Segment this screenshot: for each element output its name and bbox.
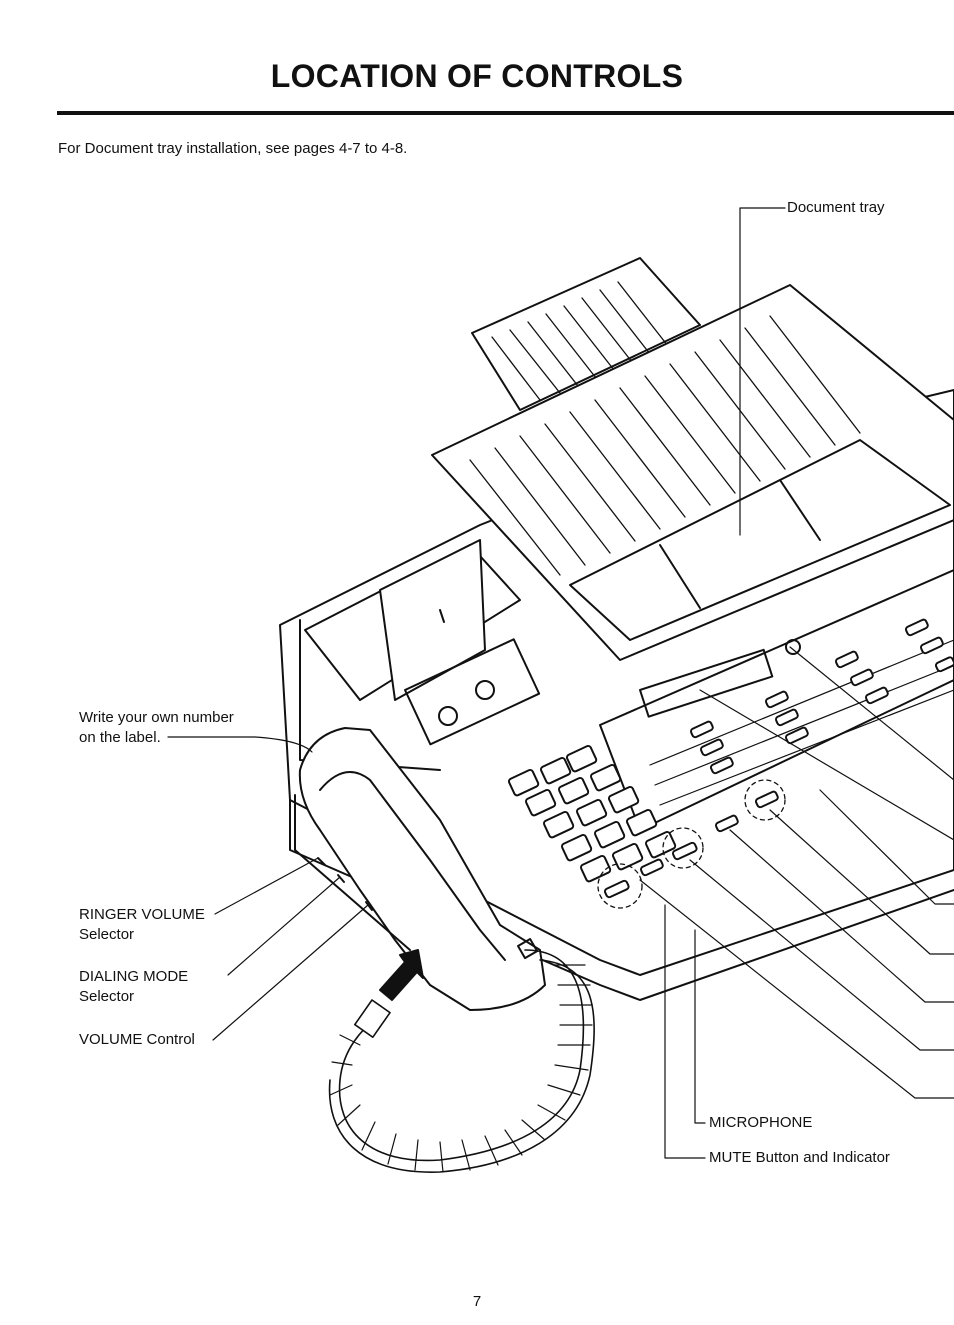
own-number-line2: on the label. — [79, 729, 161, 746]
volume-control-callout: VOLUME Control — [79, 1031, 195, 1048]
ringer-volume-callout: RINGER VOLUME Selector — [79, 905, 205, 945]
function-keys — [689, 618, 954, 775]
dialing-mode-label: DIALING MODE — [79, 968, 189, 985]
title-rule — [57, 111, 954, 115]
microphone-callout: MICROPHONE — [709, 1114, 813, 1131]
own-number-line1: Write your own number — [79, 709, 234, 726]
page-title: LOCATION OF CONTROLS — [270, 58, 684, 94]
ringer-volume-label: RINGER VOLUME — [79, 906, 205, 923]
page-number: 7 — [472, 1293, 482, 1310]
dial-keypad — [507, 744, 677, 883]
document-tray — [431, 284, 954, 661]
coiled-cord — [328, 949, 595, 1173]
mute-microphone-buttons — [597, 779, 786, 909]
mute-button-callout: MUTE Button and Indicator — [709, 1149, 890, 1166]
document-tray-callout: Document tray — [787, 199, 885, 216]
dialing-mode-sub: Selector — [79, 988, 135, 1005]
own-number-callout: Write your own number on the label. — [79, 708, 234, 748]
insert-arrow — [379, 949, 424, 1001]
handset — [294, 727, 546, 1011]
leader-lines — [167, 207, 954, 1159]
rear-paper-tray — [471, 257, 701, 411]
dialing-mode-callout: DIALING MODE Selector — [79, 967, 188, 1007]
ringer-volume-sub: Selector — [79, 926, 135, 943]
intro-text: For Document tray installation, see page… — [58, 140, 408, 157]
